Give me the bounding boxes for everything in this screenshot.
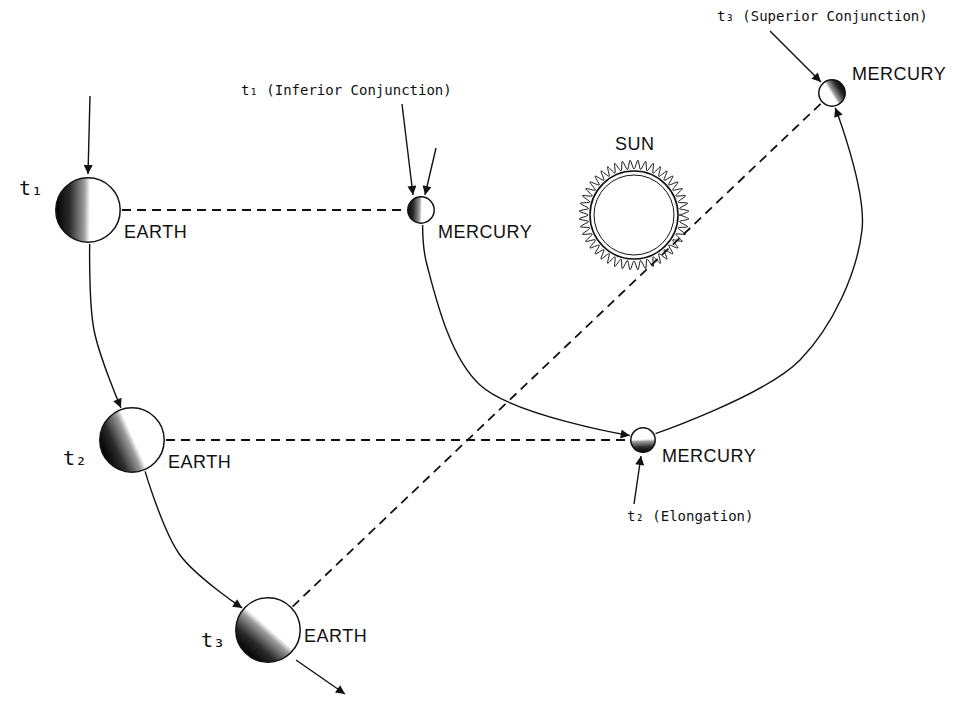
planet-disc <box>56 178 120 242</box>
event-label: t₃ (Superior Conjunction) <box>716 8 929 25</box>
orbit-arrow <box>90 244 121 408</box>
planet-disc <box>631 428 655 452</box>
planet-symbol <box>630 427 656 453</box>
event-label: t₁ (Inferior Conjunction) <box>240 82 453 99</box>
planet-node: EARTH <box>235 597 301 663</box>
body-name: SUN <box>615 134 655 155</box>
planet-disc <box>408 197 434 223</box>
planet-node: MERCURY <box>630 427 656 453</box>
sun-node: SUN <box>578 159 690 271</box>
leader-arrow <box>402 104 413 195</box>
sight-line <box>122 209 406 211</box>
orbit-arrow <box>296 660 345 694</box>
event-label: t₂ (Elongation) <box>626 508 754 525</box>
sun-symbol <box>578 159 690 271</box>
leader-arrow <box>634 456 641 504</box>
body-name: MERCURY <box>662 446 756 467</box>
sun-ring <box>594 175 674 255</box>
time-label: t₁ <box>18 176 44 200</box>
planet-symbol <box>407 196 435 224</box>
planet-symbol <box>55 177 121 243</box>
orbit-arrow <box>655 108 862 434</box>
sight-line <box>166 439 629 441</box>
planet-symbol <box>99 407 165 473</box>
body-name: MERCURY <box>438 222 532 243</box>
planet-disc <box>100 408 164 472</box>
body-name: MERCURY <box>852 64 946 85</box>
sun-disc <box>590 171 678 259</box>
time-label: t₃ <box>200 628 226 652</box>
planet-symbol <box>235 597 301 663</box>
orbit-arrow <box>425 148 436 195</box>
sight-line <box>293 103 822 606</box>
sun-rays <box>579 160 689 270</box>
body-name: EARTH <box>304 626 367 647</box>
body-name: EARTH <box>168 452 231 473</box>
time-label: t₂ <box>62 446 88 470</box>
planet-node: EARTH <box>55 177 121 243</box>
planet-node: EARTH <box>99 407 165 473</box>
body-name: EARTH <box>124 222 187 243</box>
planet-node: MERCURY <box>407 196 435 224</box>
planet-symbol <box>818 79 846 107</box>
planet-disc <box>819 80 845 106</box>
orbit-arrow <box>88 96 90 174</box>
orbit-arrow <box>423 225 630 436</box>
leader-arrow <box>770 31 821 82</box>
orbit-arrow <box>145 471 242 608</box>
planet-node: MERCURY <box>818 79 846 107</box>
planet-disc <box>236 598 300 662</box>
